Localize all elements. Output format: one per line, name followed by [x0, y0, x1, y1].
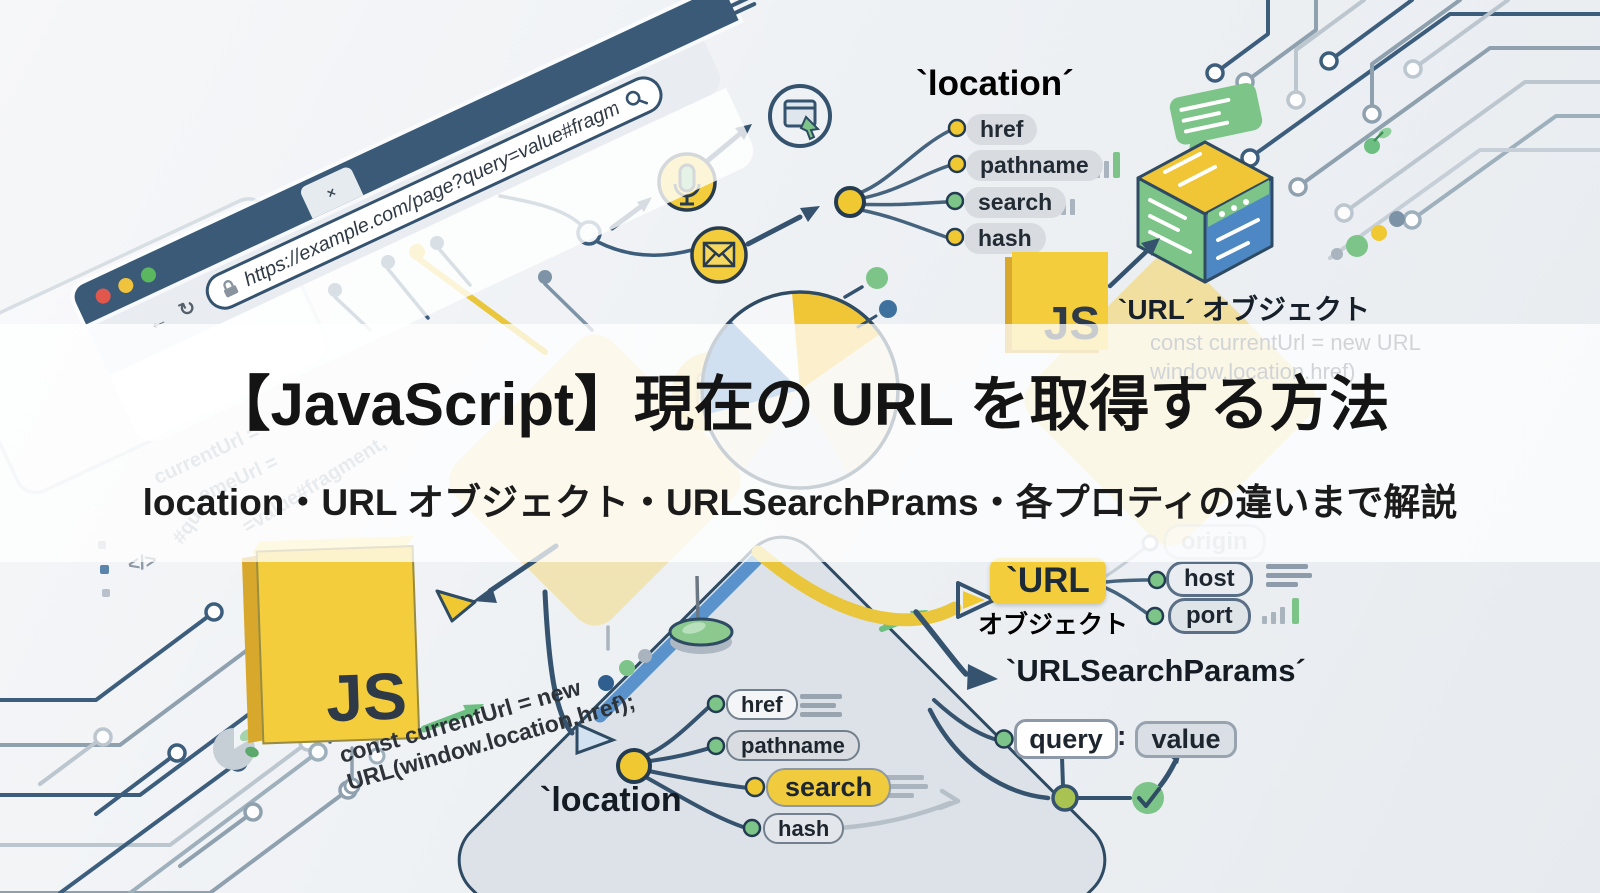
browser-toolbar: ← ↻ https://example.com/page?query=value…	[86, 37, 727, 376]
location-top-links	[848, 129, 951, 239]
reload-icon[interactable]: ↻	[175, 295, 200, 323]
menu-lines-search	[884, 775, 928, 798]
menu-icon[interactable]	[722, 0, 758, 20]
menu-lines-host	[1266, 564, 1312, 587]
location-top-title: `location´	[916, 64, 1074, 103]
value-pill: value	[1135, 721, 1237, 758]
urlsearchparams-title: `URLSearchParams´	[1006, 653, 1306, 688]
usp-links	[913, 609, 1183, 812]
prop-pill-host: host	[1166, 561, 1253, 597]
title-band	[0, 324, 1600, 562]
prop-pill-search-bottom: search	[766, 768, 892, 807]
page-title: 【JavaScript】現在の URL を取得する方法	[210, 371, 1390, 438]
browser-window: × ← ↻ https://example.com/page?query=val…	[70, 0, 880, 471]
query-pill: query	[1014, 719, 1118, 759]
window-cursor-icon	[768, 84, 832, 148]
yellow-flow-arrow	[751, 545, 996, 627]
url-badge: `URL	[990, 558, 1106, 604]
green-arrow	[420, 704, 484, 733]
pie-dots	[843, 267, 897, 329]
location-bottom-nodes	[575, 694, 766, 838]
lock-icon	[223, 280, 238, 298]
js-to-cube-arrow	[1107, 238, 1160, 289]
traffic-light-minimize[interactable]	[115, 275, 136, 295]
envelope-icon	[690, 226, 748, 284]
tab-close-icon[interactable]: ×	[323, 183, 339, 201]
sprout-icon	[1364, 127, 1392, 154]
menu-lines-href	[800, 694, 842, 717]
url-object-label: オブジェクト	[978, 611, 1129, 639]
page-subtitle: location・URL オブジェクト・URLSearchPrams・各プロティ…	[142, 482, 1458, 523]
dot-cluster	[1331, 211, 1405, 260]
location-top-nodes	[834, 118, 967, 247]
check-icon	[1132, 782, 1164, 814]
dot-diagonal	[598, 625, 652, 691]
iso-cube-icon	[1136, 140, 1274, 284]
prop-pill-port: port	[1168, 598, 1251, 634]
prop-pill-search-top: search	[964, 187, 1067, 218]
js-block: JS	[241, 536, 421, 746]
decorative-chart	[213, 727, 259, 770]
prop-pill-pathname-top: pathname	[966, 150, 1103, 181]
circuit-traces-top-right	[1205, 0, 1600, 260]
prop-pill-pathname-bottom: pathname	[726, 730, 860, 761]
signal-bars-port	[1262, 598, 1299, 624]
prop-pill-href-bottom: href	[726, 689, 798, 720]
kv-separator: :	[1117, 720, 1127, 751]
traffic-light-zoom[interactable]	[138, 264, 159, 285]
prop-pill-href-top: href	[966, 114, 1038, 145]
traffic-light-close[interactable]	[92, 285, 113, 306]
url-bar[interactable]: https://example.com/page?query=value#fra…	[199, 70, 669, 316]
green-disc	[668, 575, 734, 654]
url-object-top-label: `URL´ オブジェクト	[1118, 294, 1370, 325]
location-bottom-title: `location	[540, 781, 682, 819]
hash-gray-arrow	[837, 788, 961, 831]
prop-pill-hash-top: hash	[964, 223, 1046, 254]
search-icon[interactable]	[622, 85, 650, 114]
prop-pill-hash-bottom: hash	[763, 813, 845, 844]
